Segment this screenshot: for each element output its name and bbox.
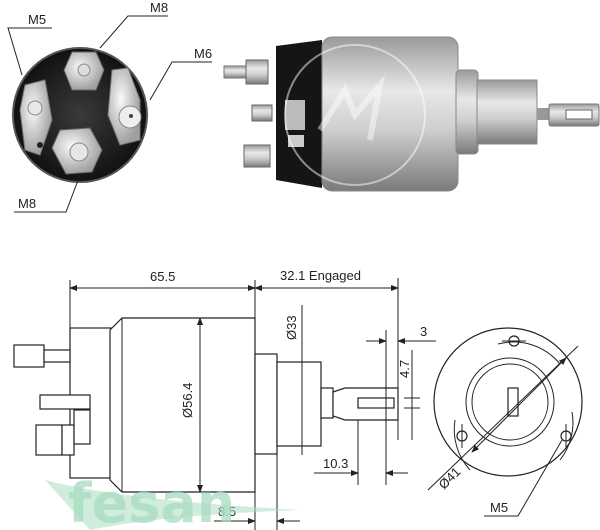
dim-boss-diameter: Ø33 — [284, 315, 299, 340]
front-view-drawing: Ø41 M5 — [427, 327, 583, 517]
m8-top-terminal-icon — [63, 51, 105, 91]
fesan-watermark: fesan — [45, 472, 300, 530]
callout-m5: M5 — [28, 12, 46, 27]
callout-flange-thread: M5 — [490, 500, 508, 515]
callout-m8-top: M8 — [150, 0, 168, 15]
m8-bottom-terminal-icon — [51, 127, 103, 175]
dim-slot-length: 10.3 — [323, 456, 348, 471]
dim-slot-width: 4.7 — [397, 360, 412, 378]
dim-body-diameter: Ø56.4 — [180, 383, 195, 418]
callout-m8-bottom: M8 — [18, 196, 36, 211]
m5-terminal-icon — [19, 79, 53, 156]
watermark-text: fesan — [68, 472, 235, 530]
dim-engaged-stroke: 32.1 Engaged — [280, 268, 361, 283]
side-view-drawing: 65.5 32.1 Engaged Ø56.4 Ø33 3 — [13, 268, 436, 530]
side-view-photo — [223, 36, 600, 192]
dim-slot-offset: 3 — [420, 324, 427, 339]
dim-body-length: 65.5 — [150, 269, 175, 284]
m6-terminal-icon — [107, 67, 142, 146]
end-view-photo: M5 M8 M6 M8 — [7, 0, 212, 213]
dim-bolt-circle: Ø41 — [436, 464, 464, 492]
callout-m6: M6 — [194, 46, 212, 61]
